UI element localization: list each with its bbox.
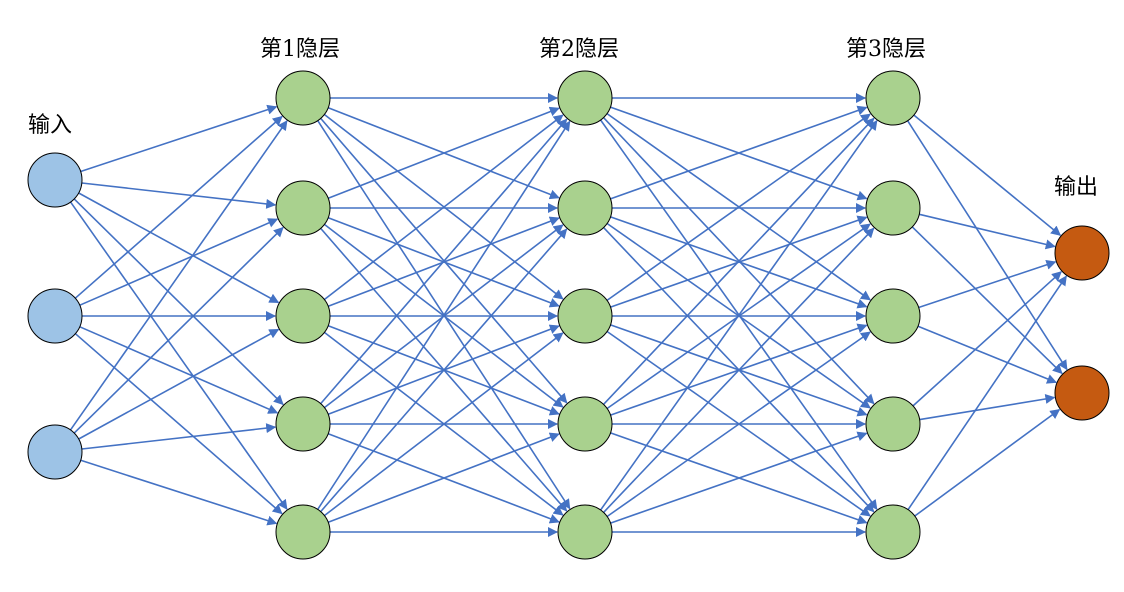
node-input-2 [27,424,83,480]
edge-hidden2-4-to-hidden3-0 [599,119,878,511]
node-hidden1-0 [275,70,331,126]
edge-hidden1-3-to-hidden2-0 [320,118,568,405]
node-hidden3-2 [865,288,921,344]
node-output-1 [1054,365,1110,421]
edge-hidden3-1-to-output-1 [911,226,1063,375]
node-hidden2-1 [557,180,613,236]
edge-hidden1-4-to-hidden2-1 [320,228,568,513]
edge-hidden3-4-to-output-0 [907,275,1067,511]
node-input-0 [27,152,83,208]
edge-input-0-to-hidden1-1 [81,182,277,209]
node-hidden1-3 [275,396,331,452]
node-hidden2-2 [557,288,613,344]
connections [69,93,1068,537]
neurons [27,70,1110,560]
edge-input-1-to-hidden1-4 [74,333,283,515]
node-hidden2-3 [557,396,613,452]
edge-hidden3-4-to-output-1 [914,408,1061,517]
edge-hidden1-1-to-hidden2-0 [327,106,560,199]
label-hidden3: 第3隐层 [846,37,926,62]
node-hidden3-3 [865,396,921,452]
edge-input-2-to-hidden1-2 [78,328,280,440]
node-hidden3-4 [865,504,921,560]
node-hidden1-1 [275,180,331,236]
edge-input-1-to-hidden1-3 [79,326,279,414]
edge-hidden3-1-to-output-0 [919,213,1056,250]
label-input: 输入 [28,113,72,138]
label-hidden2: 第2隐层 [539,37,619,62]
node-hidden1-2 [275,288,331,344]
edge-hidden1-4-to-hidden2-3 [327,432,560,524]
edge-hidden3-0-to-output-0 [913,114,1062,236]
edge-input-1-to-hidden1-1 [79,218,279,306]
edge-input-2-to-hidden1-3 [81,423,277,450]
edge-input-0-to-hidden1-2 [78,192,280,304]
edge-hidden3-3-to-output-1 [919,394,1056,421]
node-input-1 [27,288,83,344]
edge-hidden1-2-to-hidden2-0 [323,114,564,301]
label-output: 输出 [1054,175,1098,200]
edge-input-2-to-hidden1-4 [80,459,278,526]
edge-hidden2-4-to-hidden3-1 [603,227,875,513]
edge-hidden3-2-to-output-0 [918,260,1057,309]
edge-hidden3-0-to-output-1 [906,120,1068,371]
edge-hidden2-3-to-hidden3-0 [602,117,875,405]
edge-hidden3-3-to-output-0 [912,271,1062,407]
edge-input-0-to-hidden1-4 [69,201,288,510]
node-hidden2-4 [557,504,613,560]
label-hidden1: 第1隐层 [260,37,340,62]
edge-hidden2-1-to-hidden3-0 [610,105,868,200]
edge-hidden3-2-to-output-1 [917,325,1058,384]
edge-hidden1-4-to-hidden2-0 [317,120,571,510]
edge-input-2-to-hidden1-0 [69,120,288,431]
edge-hidden2-2-to-hidden3-0 [606,113,871,302]
edge-input-1-to-hidden1-0 [74,115,283,299]
edge-hidden2-4-to-hidden3-3 [610,431,868,524]
node-hidden1-4 [275,504,331,560]
edge-input-0-to-hidden1-0 [80,104,278,173]
edge-input-0-to-hidden1-3 [73,198,284,406]
node-hidden3-1 [865,180,921,236]
node-hidden3-0 [865,70,921,126]
edge-hidden1-4-to-hidden2-2 [323,332,564,517]
node-hidden2-0 [557,70,613,126]
node-output-0 [1054,225,1110,281]
edge-hidden2-4-to-hidden3-2 [606,331,871,518]
edge-input-2-to-hidden1-1 [73,226,284,434]
